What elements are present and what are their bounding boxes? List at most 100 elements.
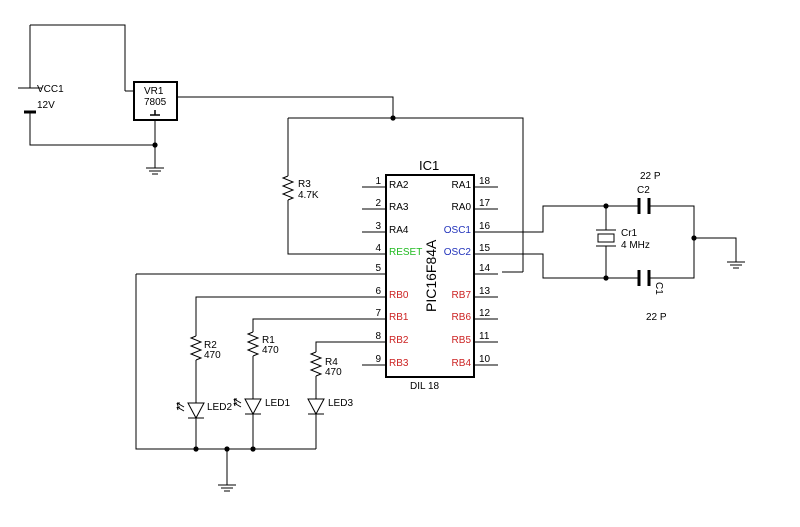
ground-symbol-leds <box>218 484 236 492</box>
r2-symbol <box>189 335 203 361</box>
wire-osc2 <box>498 253 639 279</box>
pin-label: RA3 <box>389 202 409 213</box>
led2-name: LED2 <box>207 402 232 413</box>
junction-dot <box>152 142 158 148</box>
led2-symbol <box>176 402 205 420</box>
r1-name: R1 <box>262 335 275 346</box>
led3-symbol <box>307 398 325 416</box>
pin-number: 13 <box>479 286 491 297</box>
r4-symbol <box>309 351 323 377</box>
pin-number: 1 <box>375 176 381 187</box>
c2-symbol <box>637 198 651 214</box>
crystal-name: Cr1 <box>621 228 638 239</box>
crystal-freq: 4 MHz <box>621 240 650 251</box>
ground-symbol-oscillator <box>727 261 745 269</box>
pin-label: RESET <box>389 247 422 258</box>
crystal-symbol <box>596 229 616 247</box>
pin-number: 11 <box>479 331 490 342</box>
r3-value: 4.7K <box>298 190 319 201</box>
pin-number: 7 <box>375 308 381 319</box>
c1-value: 22 P <box>646 312 667 323</box>
pin-number: 9 <box>375 354 381 365</box>
wires <box>29 24 737 485</box>
ic-package: DIL 18 <box>410 381 440 392</box>
wire-battery-bottom <box>29 112 155 146</box>
pin-label: RA0 <box>452 202 472 213</box>
pin-label: RB0 <box>389 290 409 301</box>
pin-number: 16 <box>479 221 491 232</box>
junction-dot <box>193 446 199 452</box>
wire-rb1 <box>252 318 362 332</box>
pin-label: RB3 <box>389 358 409 369</box>
pin-number: 8 <box>375 331 381 342</box>
pin-number: 4 <box>375 243 381 254</box>
ic-part: PIC16F84A <box>423 239 439 312</box>
wire-rb2 <box>315 341 362 352</box>
pin-number: 12 <box>479 308 491 319</box>
c2-name: C2 <box>637 185 650 196</box>
junction-dots <box>152 115 697 452</box>
ic-name: IC1 <box>419 158 439 173</box>
pin-number: 14 <box>479 263 491 274</box>
r3-symbol <box>281 175 295 201</box>
pin-label: RA1 <box>452 180 472 191</box>
pin-number: 6 <box>375 286 381 297</box>
wire-rb0 <box>195 296 362 336</box>
battery-voltage: 12V <box>37 100 55 111</box>
c1-name: C1 <box>653 282 664 295</box>
regulator-name: VR1 <box>144 86 164 97</box>
pin-label: RB6 <box>452 312 472 323</box>
r2-name: R2 <box>204 340 217 351</box>
pin-label: RA4 <box>389 225 409 236</box>
pin-label: RA2 <box>389 180 409 191</box>
wire-osc-gnd <box>694 237 737 262</box>
junction-dot <box>250 446 256 452</box>
pin-number: 18 <box>479 176 491 187</box>
pin-label: RB1 <box>389 312 409 323</box>
junction-dot <box>224 446 230 452</box>
pin-label: RB2 <box>389 335 409 346</box>
pin-label: OSC1 <box>444 225 472 236</box>
wire-gnd-pin5 <box>135 273 362 450</box>
battery-symbol <box>18 87 42 114</box>
led3-name: LED3 <box>328 398 353 409</box>
pin-number: 3 <box>375 221 381 232</box>
pin-number: 10 <box>479 354 491 365</box>
regulator-part: 7805 <box>144 97 167 108</box>
r2-value: 470 <box>204 350 221 361</box>
pin-number: 5 <box>375 263 381 274</box>
pin-label: OSC2 <box>444 247 472 258</box>
wire-r3-bottom <box>287 200 362 255</box>
pin-number: 15 <box>479 243 491 254</box>
wire-battery-to-regulator <box>30 24 126 91</box>
c2-value: 22 P <box>640 171 661 182</box>
pin-number: 2 <box>375 198 381 209</box>
wire-reg-out <box>177 96 394 118</box>
led1-name: LED1 <box>265 398 290 409</box>
r1-value: 470 <box>262 345 279 356</box>
pin-label: RB7 <box>452 290 472 301</box>
pin-label: RB4 <box>452 358 472 369</box>
right-pin-stubs <box>474 186 498 366</box>
wire-cap-common <box>649 205 695 279</box>
regulator-symbol <box>133 81 178 121</box>
pin-labels: 1 RA2 2 RA3 3 RA4 4 RESET 5 6 RB0 7 RB1 8 RB2 9 RB3 18 RA1… <box>375 176 490 369</box>
r4-value: 470 <box>325 367 342 378</box>
left-pin-stubs <box>362 186 386 366</box>
pin-number: 17 <box>479 198 491 209</box>
ground-symbol-regulator <box>146 167 164 175</box>
ic-body <box>385 174 475 378</box>
junction-dot <box>603 275 609 281</box>
junction-dot <box>390 115 396 121</box>
c1-symbol <box>637 270 651 286</box>
battery-name: VCC1 <box>37 84 64 95</box>
wire-5v-rail <box>288 117 524 272</box>
junction-dot <box>603 203 609 209</box>
pin-label: RB5 <box>452 335 472 346</box>
r1-symbol <box>246 331 260 357</box>
r3-name: R3 <box>298 179 311 190</box>
led1-symbol <box>233 398 262 416</box>
r4-name: R4 <box>325 357 338 368</box>
junction-dot <box>691 235 697 241</box>
